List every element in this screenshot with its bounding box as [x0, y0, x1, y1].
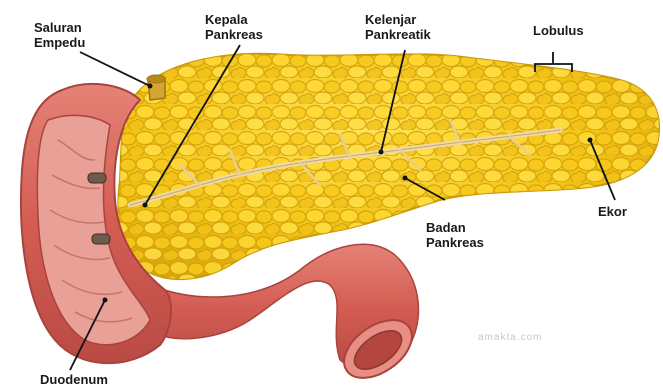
label-kelenjar-pankreatik: Kelenjar Pankreatik [365, 12, 431, 42]
label-lobulus: Lobulus [533, 23, 584, 38]
label-saluran-empedu-line1: Saluran [34, 20, 85, 35]
watermark: amakta.com [478, 332, 542, 343]
label-saluran-empedu: Saluran Empedu [34, 20, 85, 50]
label-kelenjar-pankreatik-line1: Kelenjar [365, 12, 431, 27]
label-badan-pankreas: Badan Pankreas [426, 220, 484, 250]
duct-opening-lower [92, 234, 110, 244]
leader-saluran-empedu [80, 52, 150, 86]
label-badan-pankreas-line1: Badan [426, 220, 484, 235]
label-kepala-pankreas: Kepala Pankreas [205, 12, 263, 42]
label-kepala-pankreas-line1: Kepala [205, 12, 263, 27]
label-kelenjar-pankreatik-line2: Pankreatik [365, 27, 431, 42]
label-kepala-pankreas-line2: Pankreas [205, 27, 263, 42]
label-saluran-empedu-line2: Empedu [34, 35, 85, 50]
label-ekor: Ekor [598, 204, 627, 219]
label-badan-pankreas-line2: Pankreas [426, 235, 484, 250]
label-duodenum: Duodenum [40, 372, 108, 387]
duct-opening-upper [88, 173, 106, 183]
